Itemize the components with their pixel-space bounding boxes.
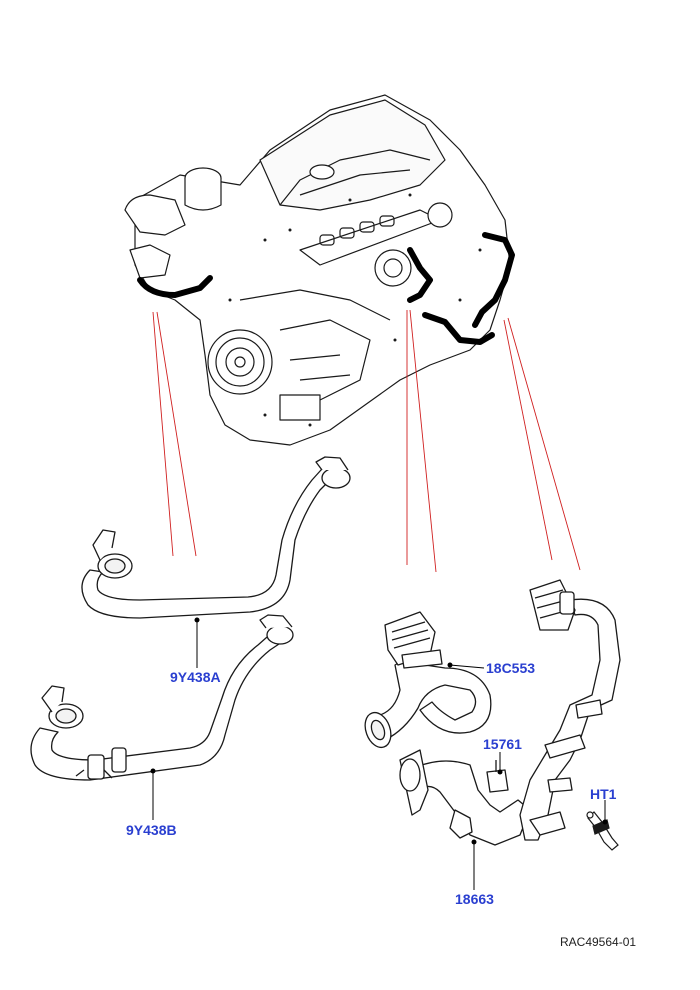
callout-18c553[interactable]: 18C553 — [486, 660, 536, 676]
callout-9y438a[interactable]: 9Y438A — [170, 669, 221, 685]
callout-dots — [150, 617, 608, 845]
figure-reference: RAC49564-01 — [560, 935, 637, 949]
hose-9y438a[interactable] — [81, 456, 351, 619]
hose-18c553[interactable] — [361, 611, 492, 751]
callout-9y438b[interactable]: 9Y438B — [126, 822, 177, 838]
leader-lines — [152, 309, 581, 573]
engine-assembly — [124, 94, 511, 446]
fitting-ht1[interactable] — [586, 811, 619, 851]
hose-9y438b[interactable] — [30, 614, 294, 781]
callout-18663[interactable]: 18663 — [455, 891, 494, 907]
callout-15761[interactable]: 15761 — [483, 736, 522, 752]
callout-leaders — [152, 620, 606, 890]
callout-ht1[interactable]: HT1 — [590, 786, 617, 802]
hose-right-pipe[interactable] — [519, 579, 621, 841]
hose-18663[interactable] — [399, 749, 531, 846]
engine-highlighted-hoses — [137, 232, 515, 345]
